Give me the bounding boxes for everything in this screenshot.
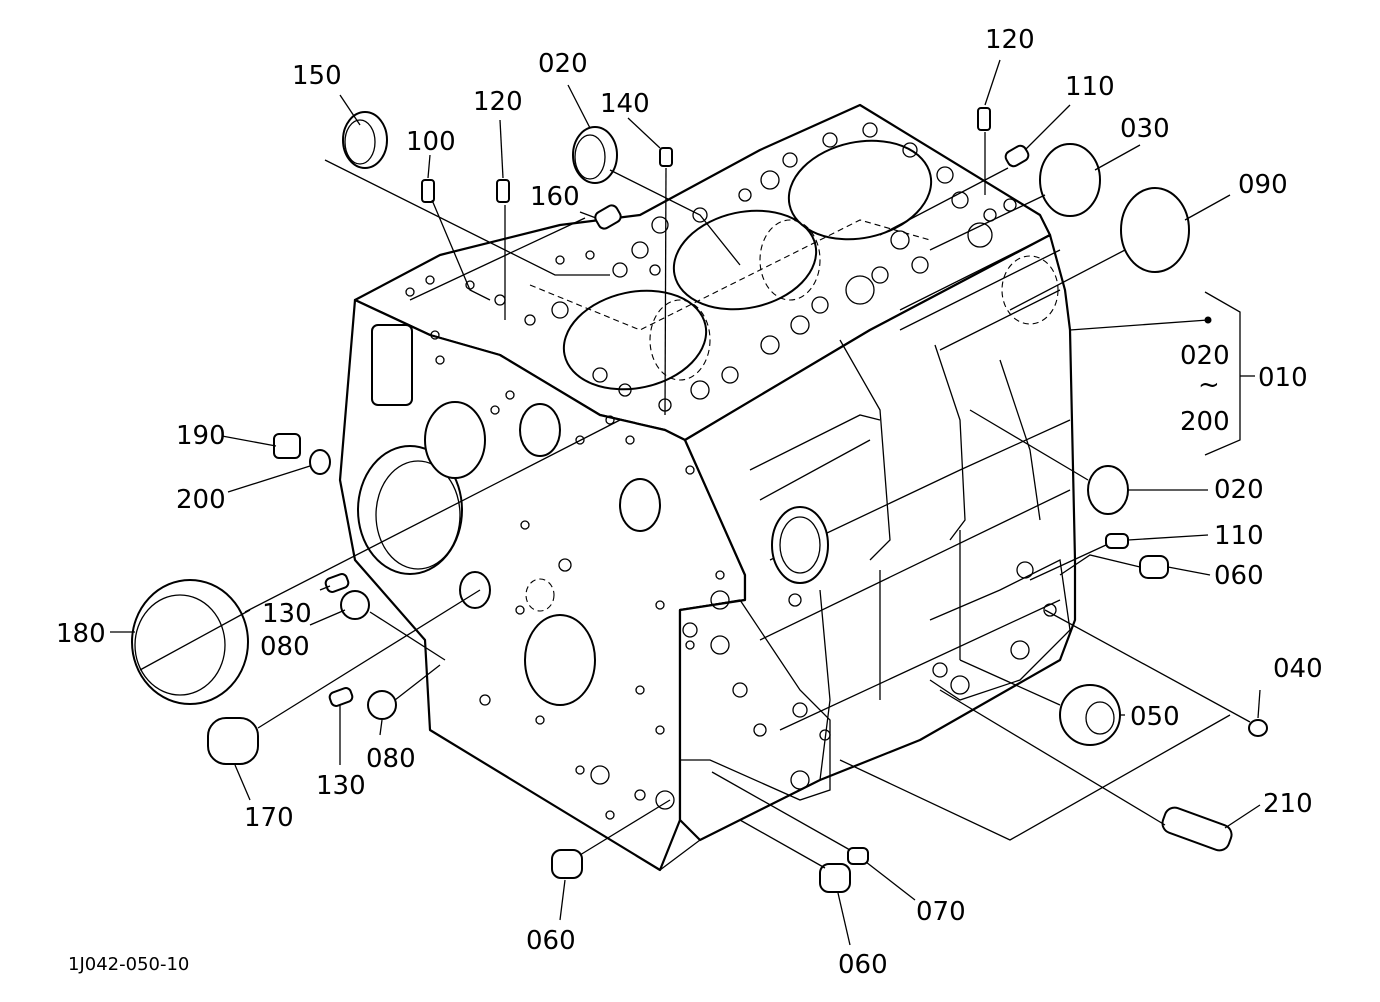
- part-080-plug-upper: [340, 590, 370, 620]
- part-020-plug-top: [572, 126, 618, 184]
- label-060-bottom-left: 060: [526, 926, 576, 956]
- front-bore-mid: [519, 403, 561, 457]
- label-120-right: 120: [985, 25, 1035, 55]
- front-window: [371, 324, 413, 406]
- label-090: 090: [1238, 170, 1288, 200]
- label-060-right: 060: [1214, 561, 1264, 591]
- top-deck-holes: [405, 122, 1017, 412]
- label-030: 030: [1120, 114, 1170, 144]
- part-080-plug-lower: [367, 690, 397, 720]
- label-010: 010: [1258, 363, 1308, 393]
- cylinder-bore-3: [787, 139, 933, 241]
- part-110-dowel-right: [1105, 533, 1129, 549]
- hidden-bore-d: [525, 578, 555, 612]
- part-160-fitting: [594, 204, 622, 230]
- hidden-line-top: [529, 219, 931, 331]
- label-080-upper: 080: [260, 632, 310, 662]
- part-060-plug-bottom-right: [819, 863, 851, 893]
- label-070: 070: [916, 897, 966, 927]
- part-040-plug: [1248, 719, 1268, 737]
- part-140-pin: [659, 147, 673, 167]
- cylinder-bore-1: [562, 289, 708, 391]
- part-210-bolt: [1161, 806, 1233, 852]
- hidden-bore-b: [759, 219, 821, 301]
- part-130-pin-lower: [328, 687, 354, 707]
- part-170-bushing: [207, 717, 259, 765]
- part-030-plug: [1039, 143, 1101, 217]
- part-060-plug-bottom-left: [551, 849, 583, 879]
- part-120-pin-left: [496, 179, 510, 203]
- label-180: 180: [56, 619, 106, 649]
- label-020-range-start: 020: [1180, 341, 1230, 371]
- flange-outline-2: [929, 559, 1071, 701]
- flange-holes: [682, 561, 1057, 790]
- front-bolt-holes: [430, 330, 725, 820]
- label-190: 190: [176, 421, 226, 451]
- part-070-plug: [847, 847, 869, 865]
- label-110-top: 110: [1065, 72, 1115, 102]
- label-040: 040: [1273, 654, 1323, 684]
- label-130-lower: 130: [316, 771, 366, 801]
- part-020-seal-right: [1087, 465, 1129, 515]
- label-120-left: 120: [473, 87, 523, 117]
- label-100: 100: [406, 127, 456, 157]
- label-110-right: 110: [1214, 521, 1264, 551]
- label-210: 210: [1263, 789, 1313, 819]
- label-200: 200: [176, 485, 226, 515]
- flange-outline: [679, 599, 831, 801]
- part-090-plug: [1120, 187, 1190, 273]
- callout-labels: 150 100 120 020 140 160 120 110 030 090 …: [56, 25, 1323, 980]
- group-bracket-010: [1204, 291, 1255, 456]
- side-port-thread: [779, 516, 821, 574]
- part-200-gasket: [309, 449, 331, 475]
- part-050-plug: [1059, 684, 1121, 746]
- front-bore-upper: [424, 401, 486, 479]
- part-130-pin-upper: [324, 573, 350, 593]
- label-range-tilde: ~: [1198, 370, 1220, 400]
- label-160: 160: [530, 182, 580, 212]
- label-080-lower: 080: [366, 744, 416, 774]
- label-170: 170: [244, 803, 294, 833]
- front-bore-lower: [524, 614, 596, 706]
- front-bore-left: [459, 571, 491, 609]
- part-120-pin-right: [977, 107, 991, 131]
- label-020-top: 020: [538, 49, 588, 79]
- part-150-plug: [342, 111, 388, 169]
- front-bore-large: [357, 445, 463, 575]
- label-150: 150: [292, 61, 342, 91]
- cylinder-block: [338, 103, 1077, 872]
- cylinder-bore-2: [672, 209, 818, 311]
- part-060-plug-right: [1139, 555, 1169, 579]
- part-100-pin: [421, 179, 435, 203]
- label-050: 050: [1130, 702, 1180, 732]
- label-140: 140: [600, 89, 650, 119]
- leader-lines: [110, 59, 1261, 946]
- part-110-dowel-top: [1004, 144, 1030, 168]
- label-200-range-end: 200: [1180, 407, 1230, 437]
- hidden-bore-c: [1001, 255, 1059, 325]
- hidden-bore-a: [649, 299, 711, 381]
- label-130-upper: 130: [262, 599, 312, 629]
- label-060-bottom-right: 060: [838, 950, 888, 980]
- part-190-plug: [273, 433, 301, 459]
- side-ribs: [749, 234, 1071, 781]
- figure-code: 1J042-050-10: [68, 954, 189, 975]
- front-bore-large-inner: [375, 460, 461, 570]
- front-bore-right: [619, 478, 661, 532]
- label-020-right: 020: [1214, 475, 1264, 505]
